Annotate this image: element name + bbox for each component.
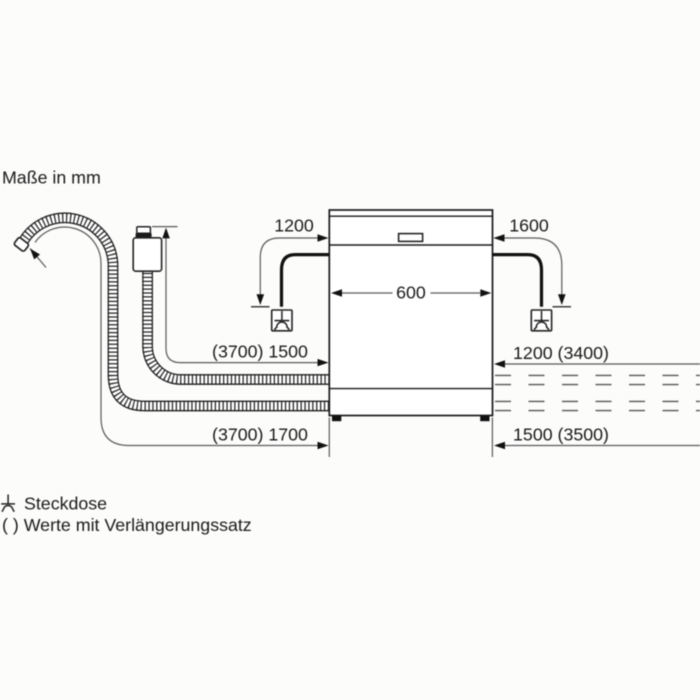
svg-text:(3700) 1700: (3700) 1700 xyxy=(212,425,308,445)
svg-text:Steckdose: Steckdose xyxy=(24,494,107,514)
svg-text:1500 (3500): 1500 (3500) xyxy=(513,425,609,445)
svg-text:1600: 1600 xyxy=(509,216,549,236)
svg-text:1200: 1200 xyxy=(274,216,314,236)
svg-text:(3700) 1500: (3700) 1500 xyxy=(212,342,308,362)
svg-text:Maße in mm: Maße in mm xyxy=(2,168,101,188)
svg-text:1200 (3400): 1200 (3400) xyxy=(513,343,609,363)
svg-text:( ) Werte mit Verlängerungssat: ( ) Werte mit Verlängerungssatz xyxy=(2,515,252,535)
svg-text:600: 600 xyxy=(396,283,426,303)
